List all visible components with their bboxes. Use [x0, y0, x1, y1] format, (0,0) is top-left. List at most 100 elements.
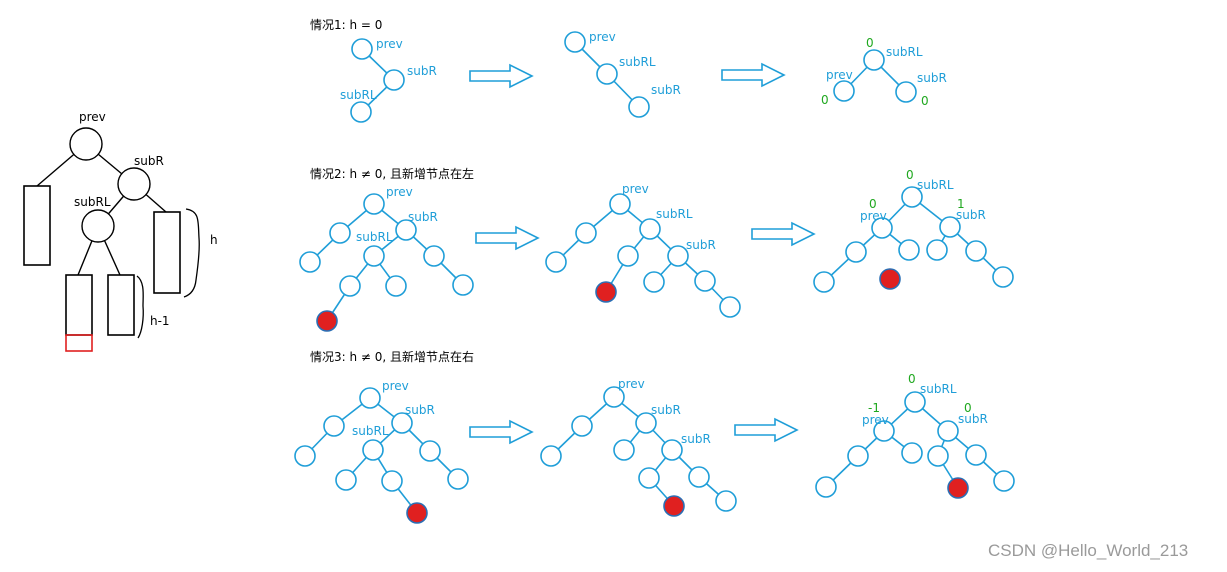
- tree-node: [901, 186, 923, 208]
- new-node: [947, 477, 969, 499]
- tree-node: [871, 217, 893, 239]
- subrl-label: subRL: [656, 207, 693, 221]
- tree-node: [540, 445, 562, 467]
- tree-node: [613, 439, 635, 461]
- tree-node: [339, 275, 361, 297]
- tree-node: [845, 241, 867, 263]
- tree-node: [939, 216, 961, 238]
- tree-node: [350, 101, 372, 123]
- tree-node: [927, 445, 949, 467]
- new-node: [879, 268, 901, 290]
- prev-label: prev: [618, 377, 645, 391]
- balance-factor: -1: [868, 401, 880, 415]
- subrl-right-subtree-box: [107, 274, 135, 336]
- tree-node: [895, 81, 917, 103]
- subr-label: subR: [651, 83, 681, 97]
- balance-factor: 0: [906, 168, 914, 182]
- subrl-label: subRL: [886, 45, 923, 59]
- transform-arrow: [469, 419, 534, 445]
- tree-node: [603, 386, 625, 408]
- subr-label: subR: [681, 432, 711, 446]
- subr-label: subR: [408, 210, 438, 224]
- prev-label: prev: [589, 30, 616, 44]
- tree-node: [383, 69, 405, 91]
- new-node: [595, 281, 617, 303]
- h-1-label: h-1: [150, 314, 170, 328]
- tree-node: [863, 49, 885, 71]
- h-brace: [183, 208, 200, 298]
- subrl-label: subRL: [356, 230, 393, 244]
- tree-node: [901, 442, 923, 464]
- case2-caption: 情况2: h ≠ 0, 且新增节点在左: [310, 167, 475, 181]
- tree-node: [423, 245, 445, 267]
- tree-node: [904, 391, 926, 413]
- tree-node: [688, 466, 710, 488]
- h-label: h: [210, 233, 218, 247]
- left-subtree-box: [23, 185, 51, 266]
- h-1-brace: [136, 275, 144, 339]
- transform-arrow: [475, 225, 540, 251]
- tree-node: [419, 440, 441, 462]
- prev-label: prev: [826, 68, 853, 82]
- balance-factor: 0: [921, 94, 929, 108]
- tree-node: [813, 271, 835, 293]
- balance-factor: 0: [866, 36, 874, 50]
- transform-arrow: [721, 62, 786, 88]
- subr-label: subR: [407, 64, 437, 78]
- tree-node: [965, 240, 987, 262]
- balance-factor: 1: [957, 197, 965, 211]
- subrl-left-subtree-box: [65, 274, 93, 336]
- tree-node: [545, 251, 567, 273]
- tree-node: [898, 239, 920, 261]
- subr-label: subR: [651, 403, 681, 417]
- subrl-label: subRL: [74, 195, 111, 209]
- tree-node: [643, 271, 665, 293]
- tree-node: [395, 219, 417, 241]
- balance-factor: 0: [908, 372, 916, 386]
- subrl-label: subRL: [920, 382, 957, 396]
- prev-label: prev: [376, 37, 403, 51]
- tree-node: [571, 415, 593, 437]
- tree-node: [965, 444, 987, 466]
- transform-arrow: [469, 63, 534, 89]
- subr-label: subR: [917, 71, 947, 85]
- tree-node: [323, 415, 345, 437]
- case1-caption: 情况1: h = 0: [310, 18, 383, 32]
- prev-label: prev: [79, 110, 106, 124]
- tree-node: [575, 222, 597, 244]
- prev-label: prev: [382, 379, 409, 393]
- subr-label: subR: [958, 412, 988, 426]
- balance-factor: 0: [964, 401, 972, 415]
- tree-node: [628, 96, 650, 118]
- tree-node: [661, 439, 683, 461]
- tree-node: [363, 193, 385, 215]
- tree-node: [873, 420, 895, 442]
- tree-node: [847, 445, 869, 467]
- subr-label: subR: [405, 403, 435, 417]
- tree-node: [937, 420, 959, 442]
- prev-label: prev: [860, 209, 887, 223]
- balance-factor: 0: [821, 93, 829, 107]
- subrl-label: subRL: [917, 178, 954, 192]
- tree-node: [564, 31, 586, 53]
- subr-label: subR: [686, 238, 716, 252]
- tree-node: [362, 439, 384, 461]
- prev-label: prev: [622, 182, 649, 196]
- tree-node: [363, 245, 385, 267]
- inserted-position-box: [65, 334, 93, 352]
- tree-node: [617, 245, 639, 267]
- prev-label: prev: [862, 413, 889, 427]
- tree-node: [638, 467, 660, 489]
- tree-node: [381, 470, 403, 492]
- tree-node: [335, 469, 357, 491]
- tree-node: [609, 193, 631, 215]
- tree-node: [294, 445, 316, 467]
- tree-node: [447, 468, 469, 490]
- subr-node: [117, 167, 151, 201]
- transform-arrow: [751, 221, 816, 247]
- tree-node: [452, 274, 474, 296]
- tree-node: [815, 476, 837, 498]
- prev-node: [69, 127, 103, 161]
- tree-node: [635, 412, 657, 434]
